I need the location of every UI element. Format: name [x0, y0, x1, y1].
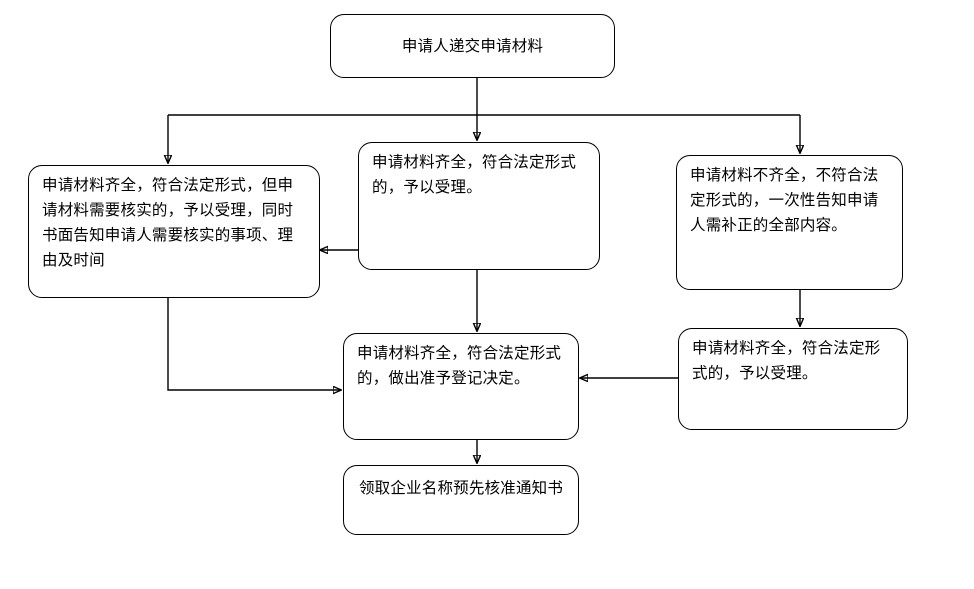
- node-accept-center[interactable]: 申请材料齐全，符合法定形式的，予以受理。: [358, 142, 600, 270]
- node-submit-application[interactable]: 申请人递交申请材料: [330, 14, 615, 78]
- node-registration-decision[interactable]: 申请材料齐全，符合法定形式的，做出准予登记决定。: [343, 333, 579, 440]
- node-receive-approval-notice[interactable]: 领取企业名称预先核准通知书: [343, 465, 579, 535]
- edge-verify-needed-to-decision: [167, 298, 341, 390]
- node-materials-need-verification[interactable]: 申请材料齐全，符合法定形式，但申请材料需要核实的，予以受理，同时书面告知申请人需…: [28, 165, 320, 298]
- node-materials-incomplete[interactable]: 申请材料不齐全，不符合法定形式的，一次性告知申请人需补正的全部内容。: [676, 155, 903, 290]
- node-accept-right[interactable]: 申请材料齐全，符合法定形式的，予以受理。: [678, 328, 908, 430]
